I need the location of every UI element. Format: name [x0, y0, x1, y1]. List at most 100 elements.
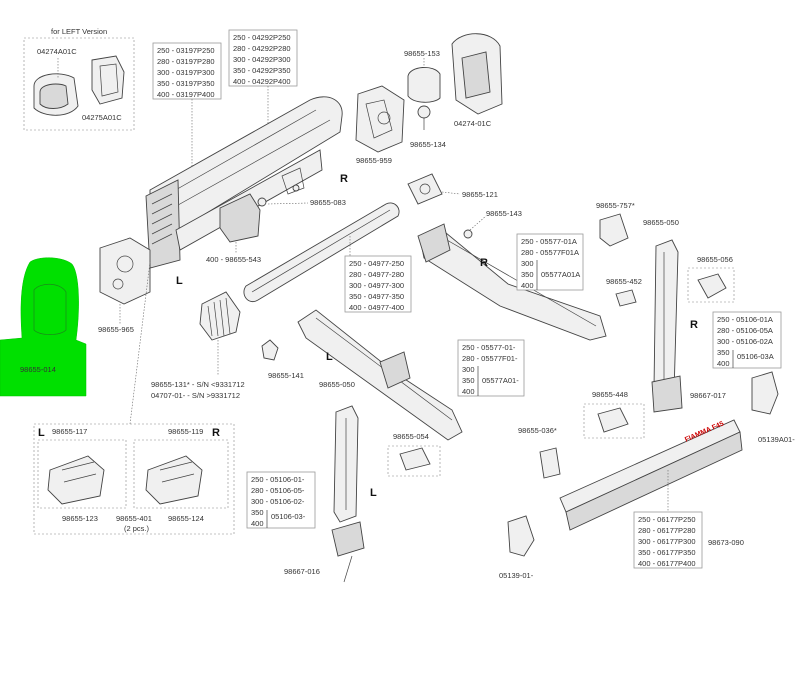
label-98655-036: 98655-036* — [518, 426, 557, 435]
table-05577A-size: 400 — [521, 281, 534, 290]
screw-98655-452[interactable] — [615, 289, 637, 307]
crank-joint-98655-153[interactable] — [407, 67, 441, 103]
mounting-bracket-98655-083[interactable] — [219, 193, 261, 243]
label-98655-124: 98655-124 — [168, 514, 204, 523]
label-98655-121: 98655-121 — [462, 190, 498, 199]
table-06177-row: 400 - 06177P400 — [638, 559, 696, 568]
table-05577A-row: 280 - 05577F01A — [521, 248, 579, 257]
label-98655-056: 98655-056 — [697, 255, 733, 264]
label-98655-123: 98655-123 — [62, 514, 98, 523]
highlighted-part-98655-014[interactable] — [0, 257, 87, 397]
table-05106A-size: 400 — [717, 359, 730, 368]
bracket-right-98655-119[interactable] — [145, 455, 203, 505]
roller-end-98655-121[interactable] — [407, 173, 443, 205]
label-98655-141: 98655-141 — [268, 371, 304, 380]
clip-98655-141[interactable] — [261, 339, 279, 361]
bracket-left-detail — [61, 461, 97, 483]
table-05106B — [246, 471, 316, 529]
spring-end-98655-131[interactable] — [199, 291, 241, 341]
marker-L: L — [370, 487, 377, 499]
end-cap-left-04275A01C[interactable] — [91, 55, 125, 105]
right-arm[interactable] — [419, 227, 607, 341]
label-98673-090: 98673-090 — [708, 538, 744, 547]
marker-R: R — [480, 257, 488, 269]
table-04292-row: 280 - 04292P280 — [233, 44, 291, 53]
label-98655-131: 98655-131* - S/N <9331712 — [151, 380, 245, 389]
highlighted-part-outline — [33, 283, 67, 335]
label-05139-01: 05139-01- — [499, 571, 534, 580]
roller-tube-line — [251, 209, 391, 293]
bracket-left-98655-117[interactable] — [47, 455, 105, 505]
crank-pin-98655-134[interactable] — [417, 105, 431, 119]
gear-end-cap-98655-965[interactable] — [99, 237, 151, 305]
table-05106B-size: 400 — [251, 519, 264, 528]
table-04292-row: 350 - 04292P350 — [233, 66, 291, 75]
gear-housing-98655-959[interactable] — [355, 85, 405, 153]
marker-L: L — [326, 351, 333, 363]
kit-left-box — [37, 439, 127, 509]
label-98667-017: 98667-017 — [690, 391, 726, 400]
label-98655-050: 98655-050 — [643, 218, 679, 227]
marker-L: L — [176, 275, 183, 287]
arm-washer-98655-143[interactable] — [463, 229, 473, 239]
table-04292-row: 300 - 04292P300 — [233, 55, 291, 64]
label-98655-959: 98655-959 — [356, 156, 392, 165]
part-98655-036[interactable] — [539, 447, 561, 479]
label-98655-153: 98655-153 — [404, 49, 440, 58]
label-04274A01C: 04274A01C — [37, 47, 77, 56]
left-version-note: for LEFT Version — [51, 27, 107, 36]
left-arm-elbow — [379, 351, 411, 389]
label-98655-543: 400 - 98655-543 — [206, 255, 261, 264]
left-leg-foot — [331, 521, 365, 557]
right-support-leg[interactable] — [653, 239, 679, 401]
bracket-05139A01[interactable] — [751, 371, 779, 415]
table-05577A-size: 300 — [521, 259, 534, 268]
marker-L: L — [38, 427, 45, 439]
table-05577A-code: 05577A01A — [541, 270, 580, 279]
left-arm[interactable] — [297, 309, 463, 441]
bracket-kit-box — [33, 423, 235, 535]
table-03197-row: 350 - 03197P350 — [157, 79, 215, 88]
label-98655-054: 98655-054 — [393, 432, 429, 441]
end-cap-right-inner — [461, 51, 491, 99]
kit-right-box — [133, 439, 229, 509]
table-05106B-size: 350 — [251, 508, 264, 517]
right-arm-shoulder — [417, 223, 451, 263]
bracket-05139-01[interactable] — [507, 515, 535, 557]
table-05577B — [457, 339, 525, 397]
table-04292-row: 250 - 04292P250 — [233, 33, 291, 42]
bracket-98655-757[interactable] — [599, 213, 629, 247]
table-06177 — [633, 511, 703, 569]
label-98655-452: 98655-452 — [606, 277, 642, 286]
part-98655-448[interactable] — [597, 407, 629, 433]
label-2-pcs: (2 pcs.) — [124, 524, 150, 533]
table-04977-row: 300 - 04977-300 — [349, 281, 404, 290]
marker-R: R — [690, 319, 698, 331]
marker-R: R — [340, 173, 348, 185]
front-profile-bar[interactable] — [559, 419, 741, 513]
table-05106A-row: 280 - 05106-05A — [717, 326, 773, 335]
leader-kit — [129, 261, 151, 425]
bracket-right-detail — [159, 461, 195, 483]
gear-housing-detail — [365, 99, 393, 139]
table-06177-row: 250 - 06177P250 — [638, 515, 696, 524]
table-04977-row: 280 - 04977-280 — [349, 270, 404, 279]
table-05106A-row: 250 - 05106-01A — [717, 315, 773, 324]
table-03197-row: 400 - 03197P400 — [157, 90, 215, 99]
box-98655-054 — [387, 445, 441, 477]
cassette-end-ribs — [151, 193, 173, 245]
end-cap-left-04275-detail — [99, 63, 119, 97]
label-98655-965: 98655-965 — [98, 325, 134, 334]
label-98655-401: 98655-401 — [116, 514, 152, 523]
label-98655-448: 98655-448 — [592, 390, 628, 399]
table-04977 — [344, 255, 412, 313]
gear-cap-circle — [116, 255, 134, 273]
box-98655-448 — [583, 403, 645, 439]
leader-98655-083 — [267, 202, 309, 205]
part-98655-054[interactable] — [399, 447, 431, 471]
table-05577B-size: 300 — [462, 365, 475, 374]
part-98655-056[interactable] — [697, 273, 727, 299]
label-98655-083: 98655-083 — [310, 198, 346, 207]
table-05577B-row: 280 - 05577F01- — [462, 354, 518, 363]
